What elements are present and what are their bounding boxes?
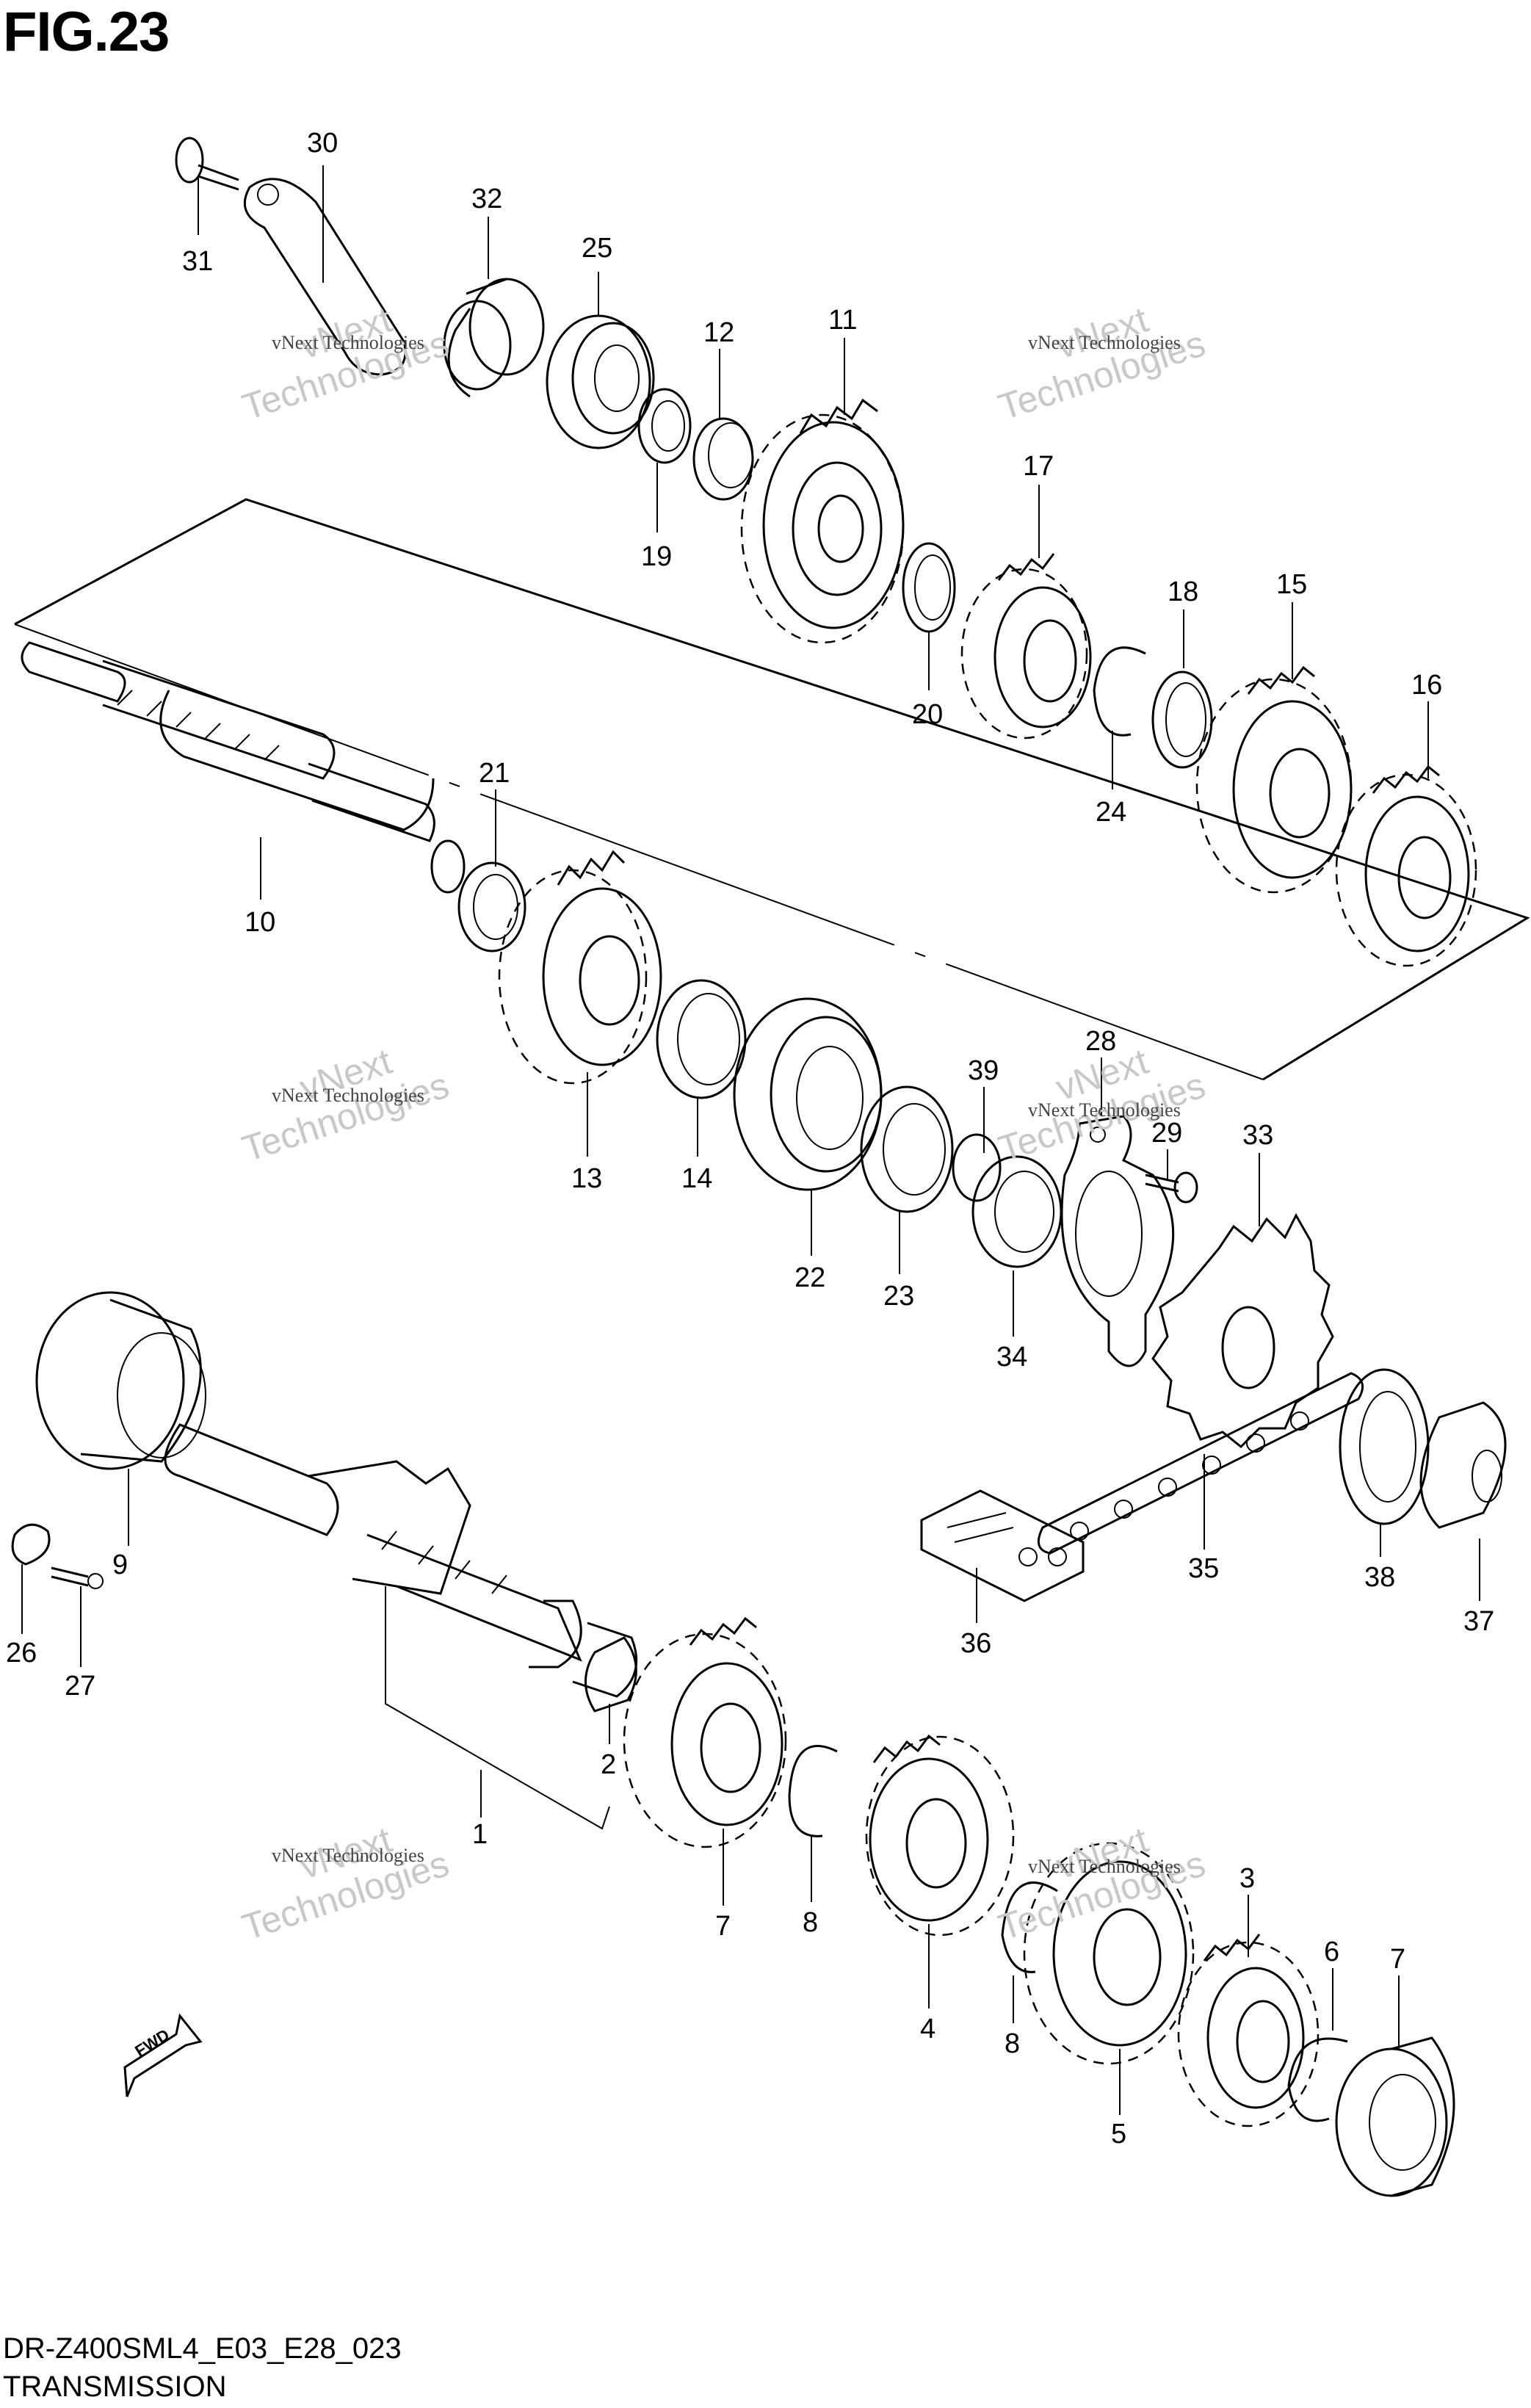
callout-38: 37	[1463, 1606, 1494, 1637]
part-19-washer	[1151, 670, 1213, 769]
callout-4: 4	[920, 2014, 935, 2044]
callout-9: 6	[1324, 1937, 1339, 1967]
part-7-bearing	[1335, 2036, 1455, 2197]
part-13-bush	[692, 417, 754, 501]
callout-33: 32	[471, 184, 502, 214]
part-8-circlip-a	[788, 1745, 838, 1837]
watermark-small: vNext Technologies	[272, 332, 424, 353]
part-1-driveshaft	[164, 1423, 638, 1698]
callout-20: 19	[641, 541, 672, 572]
fwd-label: FWD	[131, 2025, 173, 2061]
watermarks: vNext Technologies vNext Technologies vN…	[237, 299, 1210, 1948]
callout-18: 17	[1023, 451, 1054, 482]
part-6-gear	[623, 1616, 787, 1848]
part-27-cap	[11, 1523, 51, 1566]
callout-37: 36	[960, 1628, 991, 1659]
watermark-small: vNext Technologies	[1028, 332, 1181, 353]
leader-lines	[21, 165, 1480, 2115]
part-22-washer	[457, 861, 526, 952]
part-1-bracket	[385, 1586, 610, 1830]
part-17-gear	[1335, 764, 1477, 967]
callout-28: 27	[65, 1671, 95, 1702]
callout-16: 15	[1276, 569, 1307, 600]
callout-34: 33	[1242, 1120, 1273, 1151]
part-15-bush	[656, 979, 747, 1099]
part-30-screw	[1145, 1171, 1198, 1204]
part-24-seal	[860, 1085, 954, 1213]
callout-35: 34	[996, 1342, 1027, 1373]
part-33-bush	[443, 278, 545, 398]
part-26-bearing	[546, 314, 655, 449]
part-4-gear	[865, 1734, 1015, 1937]
part-12-gear	[740, 398, 905, 644]
callout-30: 29	[1151, 1118, 1182, 1149]
callout-12: 11	[828, 305, 857, 336]
part-35-bush	[971, 1155, 1063, 1268]
callout-39: 38	[1364, 1562, 1395, 1593]
part-38-nut	[1419, 1401, 1507, 1529]
callout-7: 7	[1390, 1944, 1405, 1975]
part-39-washer	[1339, 1368, 1430, 1525]
part-23-bearing	[733, 997, 883, 1191]
part-36-chain	[1037, 1372, 1364, 1555]
callout-14: 13	[571, 1163, 602, 1194]
watermark-small: vNext Technologies	[1028, 1099, 1181, 1121]
part-31-lever	[243, 178, 407, 376]
watermark-small: vNext Technologies	[272, 1845, 424, 1866]
callout-31: 30	[307, 128, 338, 159]
callout-21: 20	[912, 699, 943, 730]
callout-6: 7	[715, 1911, 731, 1942]
figure-code: DR-Z400SML4_E03_E28_023	[3, 2332, 402, 2365]
callout-17: 16	[1411, 670, 1442, 701]
part-14-gear	[498, 850, 662, 1085]
callout-36: 35	[1188, 1553, 1219, 1584]
callout-10: 9	[112, 1550, 128, 1580]
callout-8b: 8	[1005, 2028, 1020, 2059]
callout-15: 14	[681, 1163, 712, 1194]
callout-24: 23	[883, 1281, 914, 1312]
callout-27: 26	[6, 1638, 37, 1668]
callout-11: 10	[245, 907, 275, 938]
callout-29: 28	[1085, 1026, 1116, 1057]
part-11-countershaft	[21, 641, 466, 894]
callout-8a: 8	[803, 1907, 818, 1938]
callout-3: 3	[1239, 1863, 1255, 1894]
part-3-gear	[1177, 1934, 1320, 2127]
part-9-circlip	[1287, 2037, 1348, 2122]
part-29-plate	[1060, 1115, 1175, 1367]
callout-25: 24	[1096, 797, 1126, 828]
part-10-bearing	[35, 1291, 206, 1470]
part-16-gear	[1195, 665, 1353, 894]
part-34-sprocket	[1151, 1212, 1334, 1449]
callout-2: 2	[601, 1749, 616, 1780]
part-21-washer	[902, 542, 956, 633]
fwd-arrow-icon	[123, 2013, 203, 2097]
callout-13: 12	[703, 317, 734, 348]
callout-22: 21	[479, 758, 510, 789]
part-25-circlip	[1093, 646, 1146, 737]
callout-26: 25	[582, 233, 612, 264]
watermark-small: vNext Technologies	[1028, 1856, 1181, 1877]
part-28-screw	[51, 1566, 104, 1589]
watermark-small: vNext Technologies	[272, 1085, 424, 1106]
part-18-gear	[960, 553, 1092, 740]
part-8-circlip-b	[1001, 1881, 1058, 1973]
part-5-gear	[1023, 1842, 1195, 2065]
callout-numbers: 30 31 32 25 12 11 19 17 20 18 15 24 16 1…	[6, 128, 1494, 2150]
part-40-ring	[952, 1133, 1002, 1202]
callout-32: 31	[182, 246, 213, 277]
figure-title: FIG.23	[3, 1, 170, 63]
part-37-joint	[920, 1489, 1085, 1602]
callout-23: 22	[795, 1262, 825, 1293]
callout-19: 18	[1168, 576, 1198, 607]
part-20-washer	[637, 388, 692, 464]
callout-5: 5	[1111, 2119, 1126, 2150]
part-2-bearing	[584, 1636, 637, 1713]
figure-name: TRANSMISSION	[3, 2371, 227, 2403]
callout-40: 39	[968, 1055, 999, 1086]
callout-1: 1	[472, 1819, 488, 1850]
part-32-bolt	[175, 137, 239, 191]
